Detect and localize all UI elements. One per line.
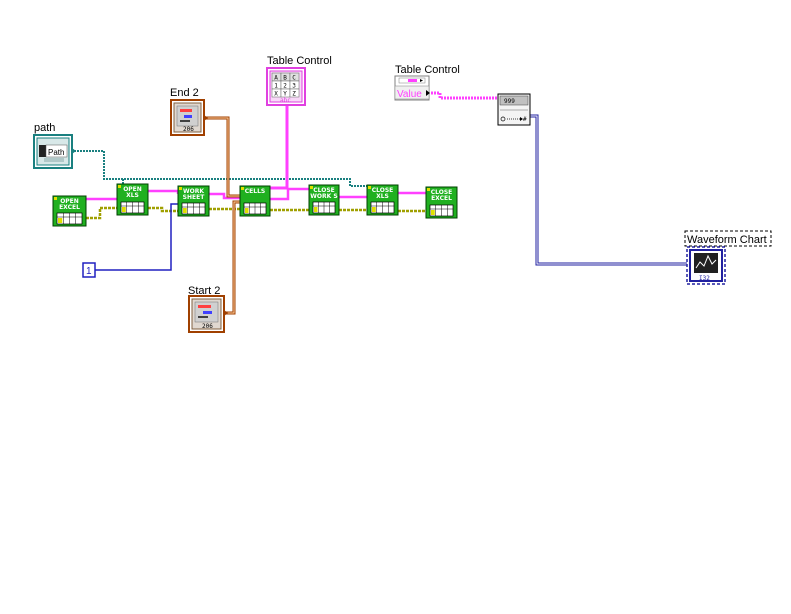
wires — [74, 91, 690, 315]
svg-text:I32: I32 — [699, 275, 710, 282]
subvi-title-text: CLOSE — [313, 187, 335, 194]
subvi-title-text: SHEET — [183, 194, 206, 201]
subvi-terminal-marker — [310, 186, 313, 189]
value-property-node[interactable]: Value — [394, 75, 430, 101]
table-icon-footer: abc — [280, 97, 291, 104]
subvi-grid-highlight — [183, 208, 187, 213]
end2-cluster-terminal-icon[interactable]: 206 — [170, 99, 208, 136]
path-terminal-text: Path — [48, 148, 64, 157]
subvi-terminal-marker — [179, 187, 182, 190]
excel-refnum-wire-3[interactable] — [209, 192, 240, 200]
table-icon-cell — [289, 88, 300, 98]
subvi-grid-highlight — [122, 207, 126, 212]
table-icon-cell-text: Y — [283, 91, 287, 98]
value-string-wire[interactable] — [431, 91, 498, 100]
table-control-label-1: Table Control — [267, 55, 332, 67]
end2-cluster-wire[interactable] — [204, 116, 240, 198]
waveform-chart-label: Waveform Chart — [687, 234, 767, 246]
table-icon-cell-text: 3 — [292, 83, 296, 90]
array-node-text: 999 — [504, 98, 515, 105]
subvi-grid-highlight — [372, 207, 376, 212]
array-node-icon[interactable]: 999 # — [497, 93, 531, 126]
table-icon-cell-text: 2 — [283, 83, 287, 90]
subvi-title-text: CLOSE — [372, 187, 394, 194]
subvi-terminal-marker — [54, 197, 57, 200]
subvi-cells[interactable]: CELLS — [239, 185, 271, 217]
chart-data-wire[interactable] — [530, 114, 690, 266]
path-refnum-wire[interactable] — [74, 150, 368, 187]
subvi-title-text: XLS — [126, 192, 139, 199]
subvi-grid-highlight — [58, 218, 63, 223]
excel-refnum-wire-4[interactable] — [270, 187, 309, 201]
error-wire-1[interactable] — [86, 206, 117, 220]
start2-label: Start 2 — [188, 285, 220, 297]
sheet-index-constant[interactable]: 1 — [82, 262, 96, 278]
table-icon-cell-text: A — [274, 75, 278, 82]
path-label: path — [34, 122, 55, 134]
table-icon-cell-text: Z — [292, 91, 296, 98]
waveform-chart-icon[interactable]: I32 — [686, 246, 726, 285]
start2-cluster-terminal-icon[interactable]: 206 — [188, 295, 228, 333]
error-wire-2[interactable] — [148, 206, 178, 213]
table-icon-cell-text: X — [274, 91, 278, 98]
subvi-grid-highlight — [431, 210, 435, 215]
table-icon-cell-text: 1 — [274, 83, 278, 90]
table-control-label-2: Table Control — [395, 64, 460, 76]
end2-label: End 2 — [170, 87, 199, 99]
excel-refnum-wire-2[interactable] — [148, 189, 180, 194]
path-terminal-icon[interactable]: Path — [33, 134, 76, 169]
subvi-title-text: CELLS — [245, 188, 265, 195]
subvi-title-text: OPEN — [60, 198, 79, 205]
subvi-title-text: OPEN — [123, 186, 142, 193]
svg-text:206: 206 — [183, 126, 194, 133]
subvi-terminal-marker — [118, 185, 121, 188]
subvi-title-text: XLS — [376, 193, 389, 200]
svg-text:#: # — [523, 116, 527, 123]
subvi-terminal-marker — [241, 187, 244, 190]
svg-text:206: 206 — [202, 323, 213, 330]
subvi-grid-highlight — [314, 207, 318, 212]
constant-value: 1 — [86, 266, 92, 277]
value-property-text: Value — [397, 89, 422, 100]
table-icon-cell-text: B — [283, 75, 287, 82]
subvi-title-text: EXCEL — [431, 195, 452, 202]
sheet-index-wire[interactable] — [95, 203, 178, 271]
subvi-title-text: EXCEL — [59, 204, 80, 211]
subvi-title-text: WORK — [183, 188, 204, 195]
subvi-terminal-marker — [427, 188, 430, 191]
table-string-wire[interactable] — [270, 105, 289, 190]
subvi-title-text: WORK S — [310, 193, 337, 200]
subvi-title-text: CLOSE — [431, 189, 453, 196]
table-icon-cell-text: C — [292, 75, 296, 82]
subvi-grid-highlight — [245, 208, 249, 213]
waveform-label-selection — [684, 230, 772, 247]
start2-cluster-wire[interactable] — [225, 200, 240, 315]
subvi-terminal-marker — [368, 186, 371, 189]
